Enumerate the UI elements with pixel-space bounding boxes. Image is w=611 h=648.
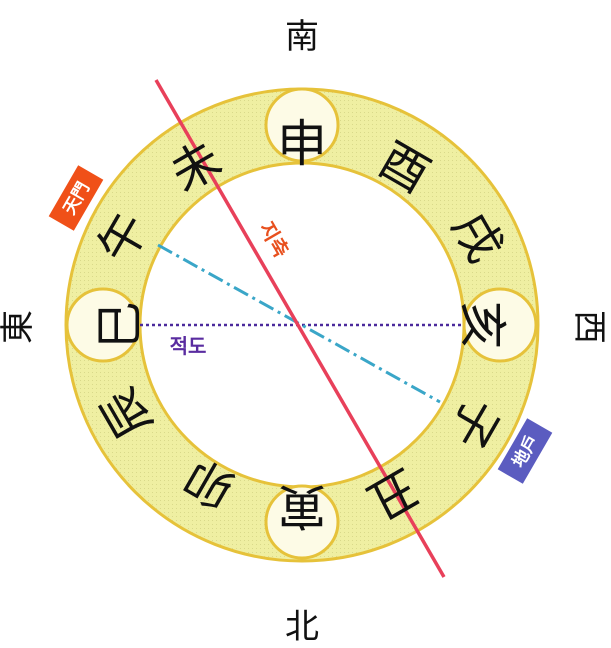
ecliptic-dash-line (157, 243, 441, 404)
direction-east: 東 (0, 310, 38, 344)
branch-yin: 寅 (278, 478, 326, 534)
direction-south: 南 (285, 17, 319, 57)
earth-axis-line (154, 79, 446, 578)
direction-north: 北 (285, 607, 319, 647)
branch-shen: 申 (277, 115, 327, 173)
branch-hai: 亥 (454, 301, 510, 349)
hai-badge (462, 287, 538, 363)
yin-badge (264, 484, 340, 560)
equator-label: 적도 (170, 334, 207, 358)
direction-west: 西 (569, 310, 609, 344)
branch-si: 巳 (92, 301, 148, 349)
si-badge (65, 287, 141, 363)
shen-badge (264, 87, 340, 163)
